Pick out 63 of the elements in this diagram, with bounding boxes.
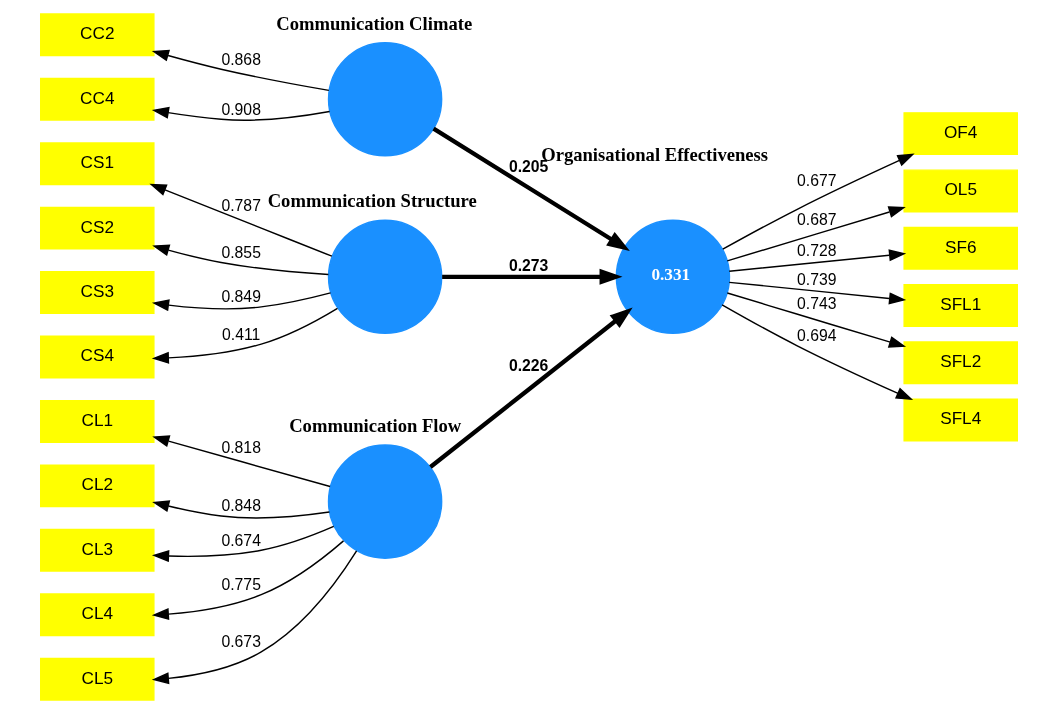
node-box: OF4 xyxy=(903,112,1018,156)
node-box: CS4 xyxy=(40,335,155,379)
edge-label: 0.673 xyxy=(221,633,261,651)
edge-label: 0.868 xyxy=(221,50,261,68)
edge-label: 0.848 xyxy=(221,497,261,515)
edge-label: 0.855 xyxy=(221,243,261,261)
arrow xyxy=(442,268,623,285)
node-box: CC4 xyxy=(40,77,155,121)
edge-label: 0.818 xyxy=(221,438,261,456)
edge-label: 0.739 xyxy=(797,271,837,289)
node-label: Communication Climate xyxy=(276,12,473,34)
node-circle xyxy=(327,444,443,559)
edge-label: 0.775 xyxy=(221,576,261,594)
node-box: CS2 xyxy=(40,206,155,250)
arrow xyxy=(728,249,907,272)
arrow xyxy=(151,292,332,312)
node-label: Communication Flow xyxy=(289,415,462,437)
node-box: SF6 xyxy=(903,226,1018,270)
node-box: CS3 xyxy=(40,271,155,315)
node-circle xyxy=(327,42,443,157)
arrow xyxy=(149,183,333,257)
edge-label: 0.411 xyxy=(222,325,261,343)
node-circle xyxy=(327,219,443,335)
arrow xyxy=(429,307,633,469)
node-box: CL5 xyxy=(40,657,155,701)
node-box: SFL2 xyxy=(903,341,1018,385)
arrow xyxy=(151,49,330,92)
node-box: SFL1 xyxy=(903,283,1018,327)
node-box: CL3 xyxy=(40,528,155,572)
arrow xyxy=(726,206,906,262)
arrow xyxy=(151,307,339,364)
edge-label: 0.787 xyxy=(221,196,261,214)
arrow xyxy=(151,550,358,685)
node-circle: 0.331 xyxy=(615,219,731,335)
edge-label: 0.728 xyxy=(797,242,837,260)
arrow xyxy=(722,153,915,250)
edge-label: 0.674 xyxy=(221,531,261,549)
node-box: CC2 xyxy=(40,13,155,57)
edge-label: 0.687 xyxy=(797,210,837,228)
arrow xyxy=(151,525,335,563)
node-box: CL1 xyxy=(40,399,155,443)
node-box: SFL4 xyxy=(903,398,1018,442)
arrow xyxy=(152,500,331,519)
node-box: CL2 xyxy=(40,464,155,508)
node-label: Communication Structure xyxy=(267,190,477,212)
node-box: OL5 xyxy=(903,169,1018,213)
arrow xyxy=(152,244,330,276)
arrow xyxy=(151,106,331,121)
arrow xyxy=(726,292,907,348)
arrow xyxy=(151,540,345,621)
node-box: CS1 xyxy=(40,142,155,186)
arrow xyxy=(432,126,630,251)
arrow xyxy=(728,281,907,305)
arrow xyxy=(152,435,331,488)
edge-label: 0.273 xyxy=(508,256,549,274)
node-box: CL4 xyxy=(40,593,155,637)
edge-label: 0.908 xyxy=(221,100,261,118)
edge-label: 0.849 xyxy=(221,288,261,306)
edge-label: 0.226 xyxy=(508,357,549,375)
edge-label: 0.743 xyxy=(797,295,837,313)
edge-label: 0.677 xyxy=(797,172,837,190)
edge-label: 0.694 xyxy=(797,326,837,344)
arrow xyxy=(721,304,914,401)
